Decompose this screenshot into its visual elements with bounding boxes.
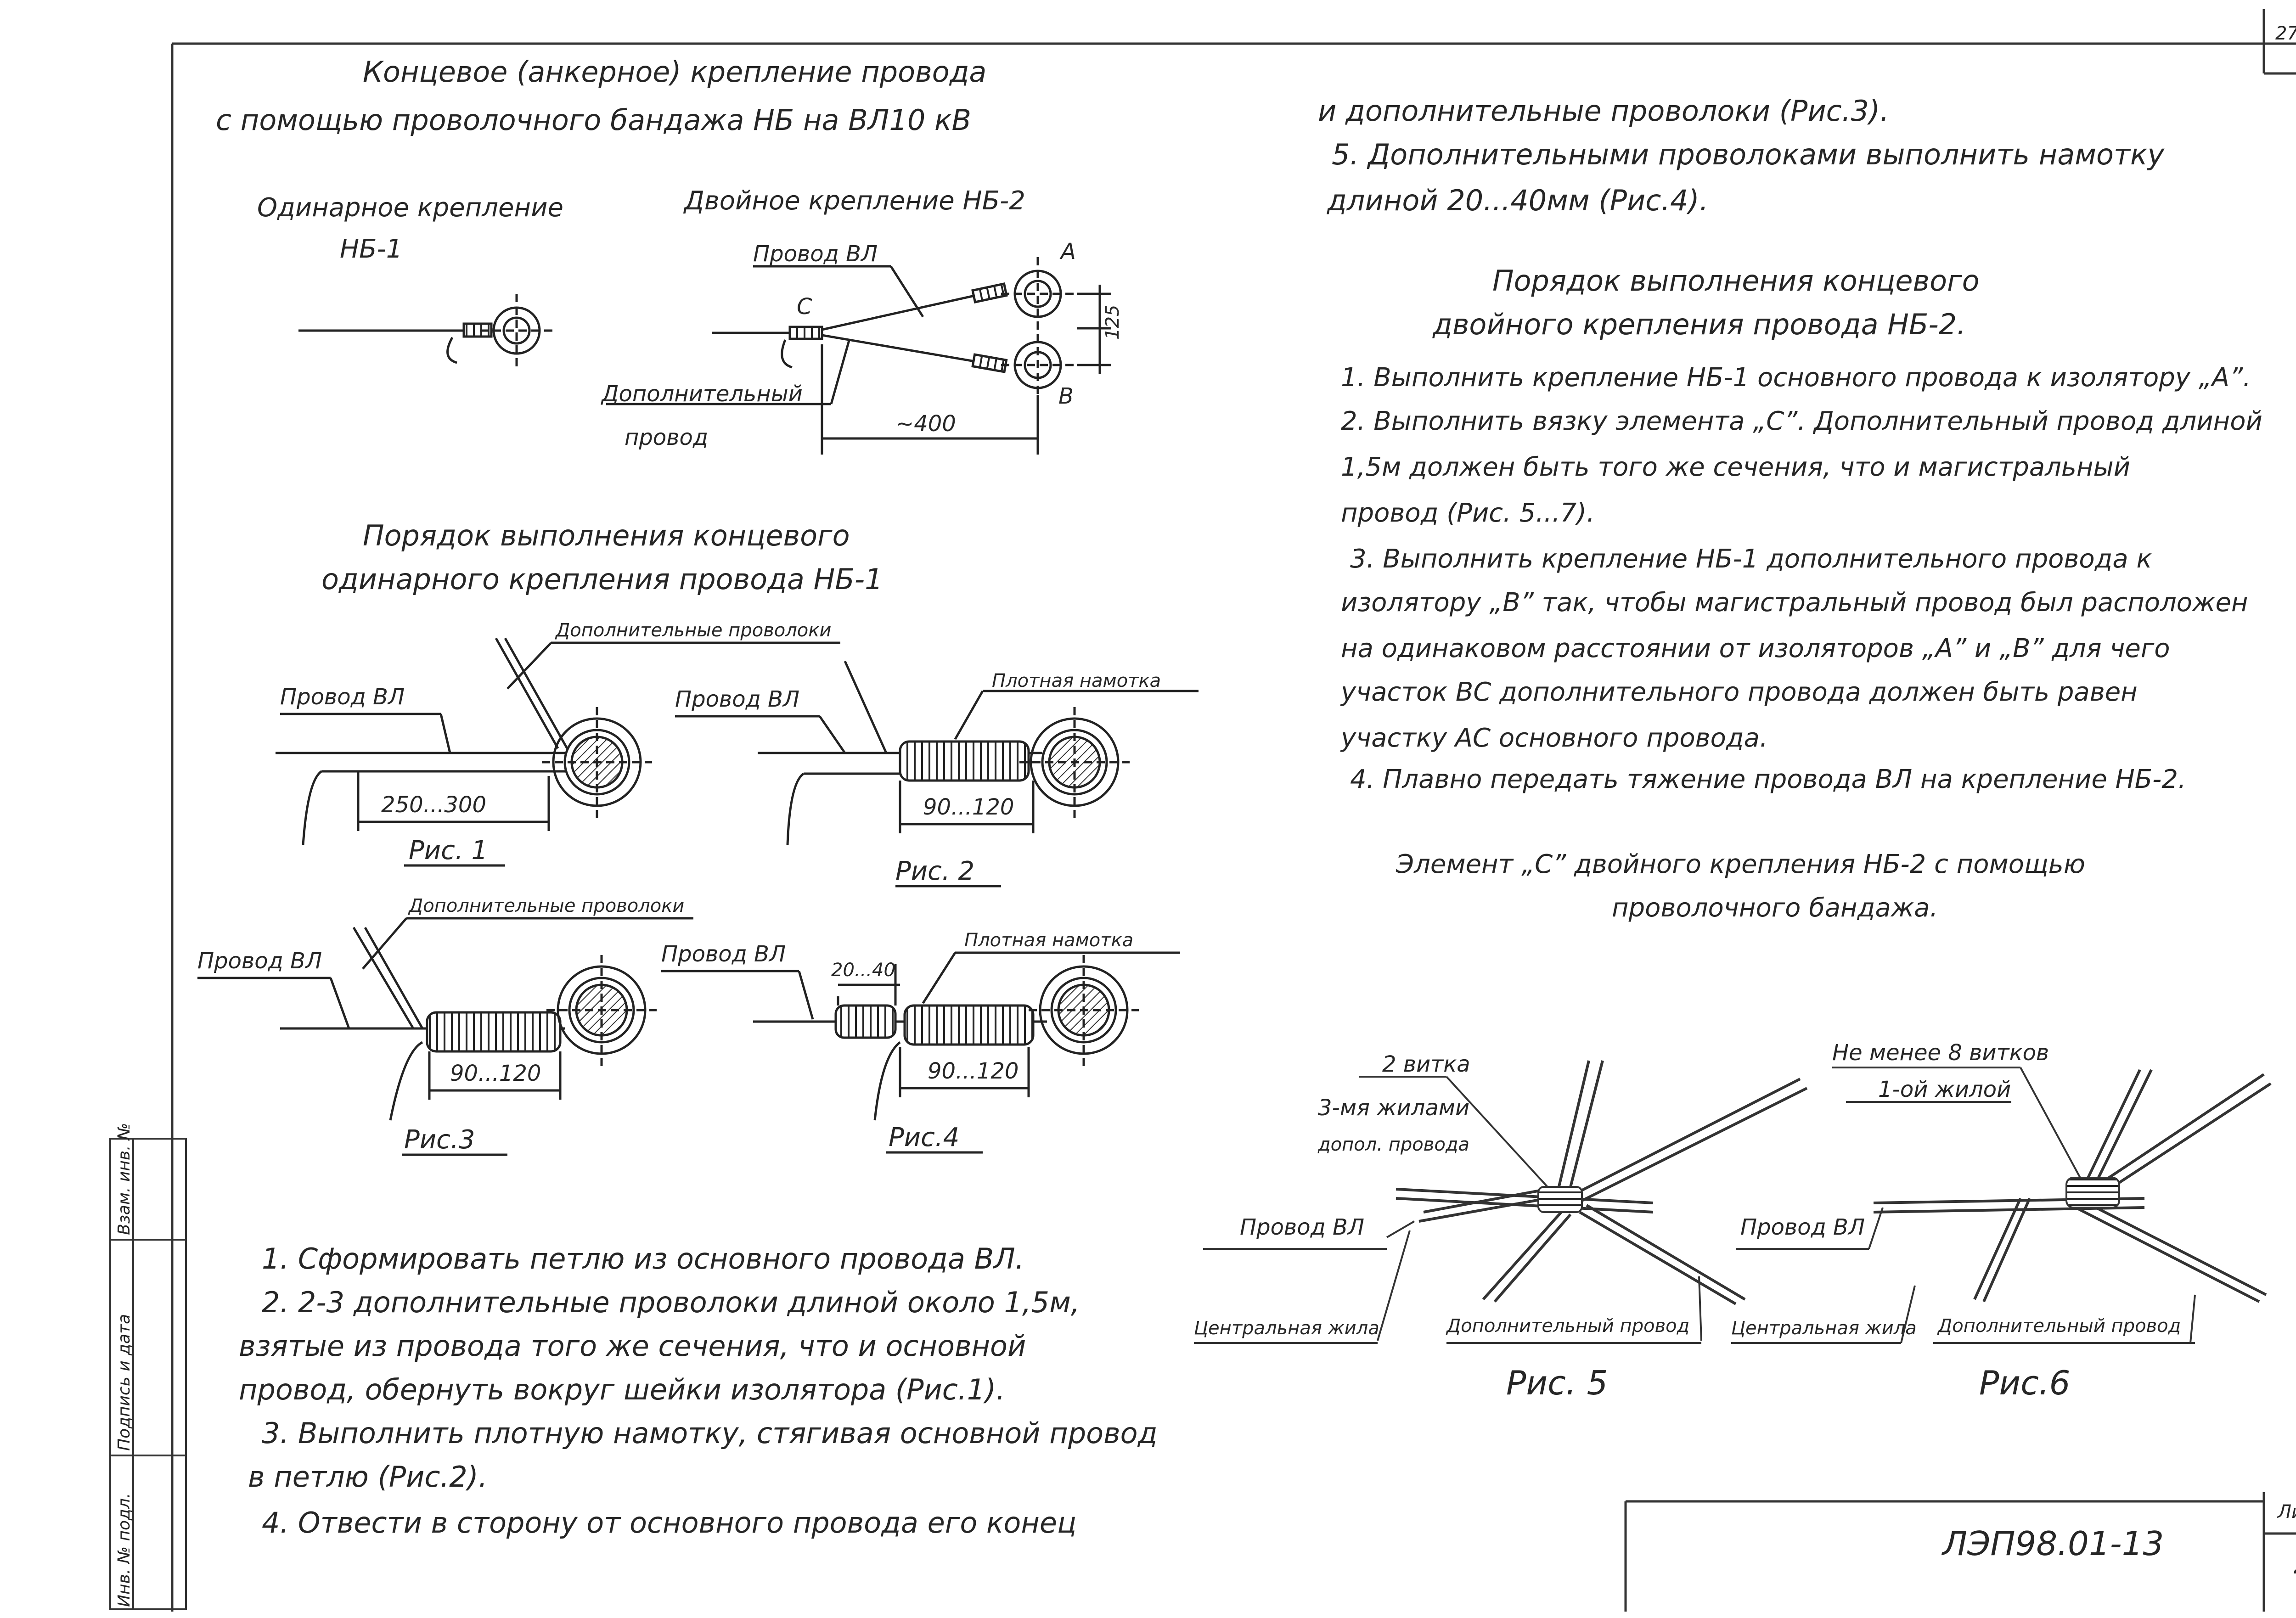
fig4-caption: Рис.4	[889, 1123, 960, 1152]
nb2-schematic	[606, 257, 1111, 455]
fig3-extra-label: Дополнительные проволоки	[409, 895, 685, 916]
fig6-central: Центральная жила	[1731, 1318, 1917, 1339]
nb2-dim-horizontal: ~400	[895, 411, 956, 437]
fig4-wire-label: Провод ВЛ	[661, 941, 786, 967]
double-step-2c: провод (Рис. 5...7).	[1341, 498, 1595, 528]
fig3-dim: 90...120	[450, 1061, 541, 1086]
fig4-dim: 90...120	[928, 1058, 1019, 1084]
fig1-dim: 250...300	[381, 792, 487, 818]
fig3-caption: Рис.3	[404, 1125, 475, 1155]
fig6-note: 1-ой жилой	[1878, 1077, 2011, 1102]
nb2-label-b: В	[1058, 383, 1074, 409]
fig6-wire: Провод ВЛ	[1740, 1214, 1865, 1240]
left-step-3: 3. Выполнить плотную намотку, стягивая о…	[262, 1416, 1158, 1450]
nb2-dim-vertical: 125	[1102, 304, 1123, 340]
title-line-1: Концевое (анкерное) крепление провода	[363, 55, 987, 89]
document-code: ЛЭП98.01-13	[1942, 1524, 2164, 1563]
title-block-frame	[1624, 1492, 2296, 1612]
fig5-turns: 2 витка	[1382, 1051, 1470, 1077]
double-step-3: 3. Выполнить крепление НБ-1 дополнительн…	[1350, 544, 2152, 574]
side-inv-label: Инв. № подл.	[115, 1493, 134, 1607]
fig5-note-1: 3-мя жилами	[1318, 1095, 1470, 1121]
nb2-extra-wire-line2: провод	[625, 425, 709, 450]
fig4-drawing	[661, 951, 1180, 1154]
fig5-wire: Провод ВЛ	[1240, 1214, 1365, 1240]
double-step-3d: участок ВС дополнительного провода долже…	[1341, 677, 2138, 707]
right-top-1: и дополнительные проволоки (Рис.3).	[1318, 94, 1889, 128]
nb2-extra-wire-line1: Дополнительный	[602, 381, 803, 407]
title-line-2: с помощью проволочного бандажа НБ на ВЛ1…	[216, 103, 971, 137]
fig2-winding-label: Плотная намотка	[992, 670, 1161, 691]
fig2-wire-label: Провод ВЛ	[675, 686, 800, 712]
right-top-2: 5. Дополнительными проволоками выполнить…	[1332, 138, 2165, 171]
fig1-drawing	[276, 637, 840, 867]
right-top-3: длиной 20...40мм (Рис.4).	[1327, 184, 1709, 217]
left-step-4: 4. Отвести в сторону от основного провод…	[262, 1506, 1077, 1539]
fig4-winding-label: Плотная намотка	[964, 930, 1134, 951]
double-step-2b: 1,5м должен быть того же сечения, что и …	[1341, 452, 2131, 482]
fig3-drawing	[197, 917, 693, 1156]
fig5-caption: Рис. 5	[1506, 1364, 1608, 1402]
fig1-extra-label: Дополнительные проволоки	[556, 620, 832, 641]
page-frame	[171, 9, 2296, 1612]
left-step-3b: в петлю (Рис.2).	[248, 1460, 488, 1494]
double-fastening-title: Двойное крепление НБ-2	[684, 186, 1025, 216]
single-order-title-2: одинарного крепления провода НБ-1	[321, 562, 883, 596]
double-step-3c: на одинаковом расстоянии от изоляторов „…	[1341, 634, 2170, 663]
left-step-2c: провод, обернуть вокруг шейки изолятора …	[239, 1373, 1005, 1406]
fig4-dim-small: 20...40	[831, 960, 895, 981]
fig6-caption: Рис.6	[1979, 1364, 2071, 1402]
fig5-central: Центральная жила	[1194, 1318, 1379, 1339]
nb2-wire-label: Провод ВЛ	[753, 241, 878, 267]
sheet-label: Лист	[2278, 1501, 2296, 1522]
fig5-drawing	[1194, 1060, 1808, 1344]
side-vzam-label: Взам. инв. №	[115, 1123, 134, 1235]
fig2-dim: 90...120	[923, 794, 1014, 820]
single-fastening-code: НБ-1	[340, 234, 403, 264]
fig6-extra: Дополнительный провод	[1938, 1315, 2181, 1337]
element-c-title-2: проволочного бандажа.	[1612, 893, 1938, 923]
fig6-turns: Не менее 8 витков	[1832, 1040, 2049, 1066]
fig6-drawing	[1731, 1067, 2272, 1344]
fig3-wire-label: Провод ВЛ	[197, 948, 322, 974]
fig2-caption: Рис. 2	[895, 856, 975, 886]
fig5-note-2: допол. провода	[1318, 1134, 1469, 1155]
single-fastening-title: Одинарное крепление	[257, 193, 563, 223]
element-c-title-1: Элемент „С” двойного крепления НБ-2 с по…	[1396, 849, 2085, 879]
sheet-number: 2	[2294, 1543, 2296, 1581]
nb1-schematic	[298, 294, 553, 367]
side-stamp-frame	[109, 1138, 187, 1610]
left-step-2: 2. 2-3 дополнительные проволоки длиной о…	[262, 1286, 1080, 1319]
corner-page-number: 27	[2275, 23, 2296, 44]
double-step-2: 2. Выполнить вязку элемента „С”. Дополни…	[1341, 406, 2262, 436]
double-order-title-2: двойного крепления провода НБ-2.	[1433, 308, 1966, 341]
double-step-3e: участку АС основного провода.	[1341, 723, 1768, 753]
fig1-wire-label: Провод ВЛ	[280, 684, 405, 710]
side-sign-label: Подпись и дата	[115, 1314, 134, 1451]
fig5-extra: Дополнительный провод	[1446, 1315, 1690, 1337]
single-order-title-1: Порядок выполнения концевого	[363, 519, 850, 552]
double-step-1: 1. Выполнить крепление НБ-1 основного пр…	[1341, 363, 2251, 393]
nb2-label-a: А	[1061, 239, 1076, 264]
double-step-3b: изолятору „В” так, чтобы магистральный п…	[1341, 588, 2248, 618]
double-step-4: 4. Плавно передать тяжение провода ВЛ на…	[1350, 764, 2186, 794]
double-order-title-1: Порядок выполнения концевого	[1492, 264, 1980, 298]
left-step-1: 1. Сформировать петлю из основного прово…	[262, 1242, 1024, 1275]
left-step-2b: взятые из провода того же сечения, что и…	[239, 1329, 1026, 1363]
fig1-caption: Рис. 1	[409, 836, 488, 865]
fig2-drawing	[675, 660, 1199, 888]
nb2-label-c: С	[797, 294, 812, 320]
